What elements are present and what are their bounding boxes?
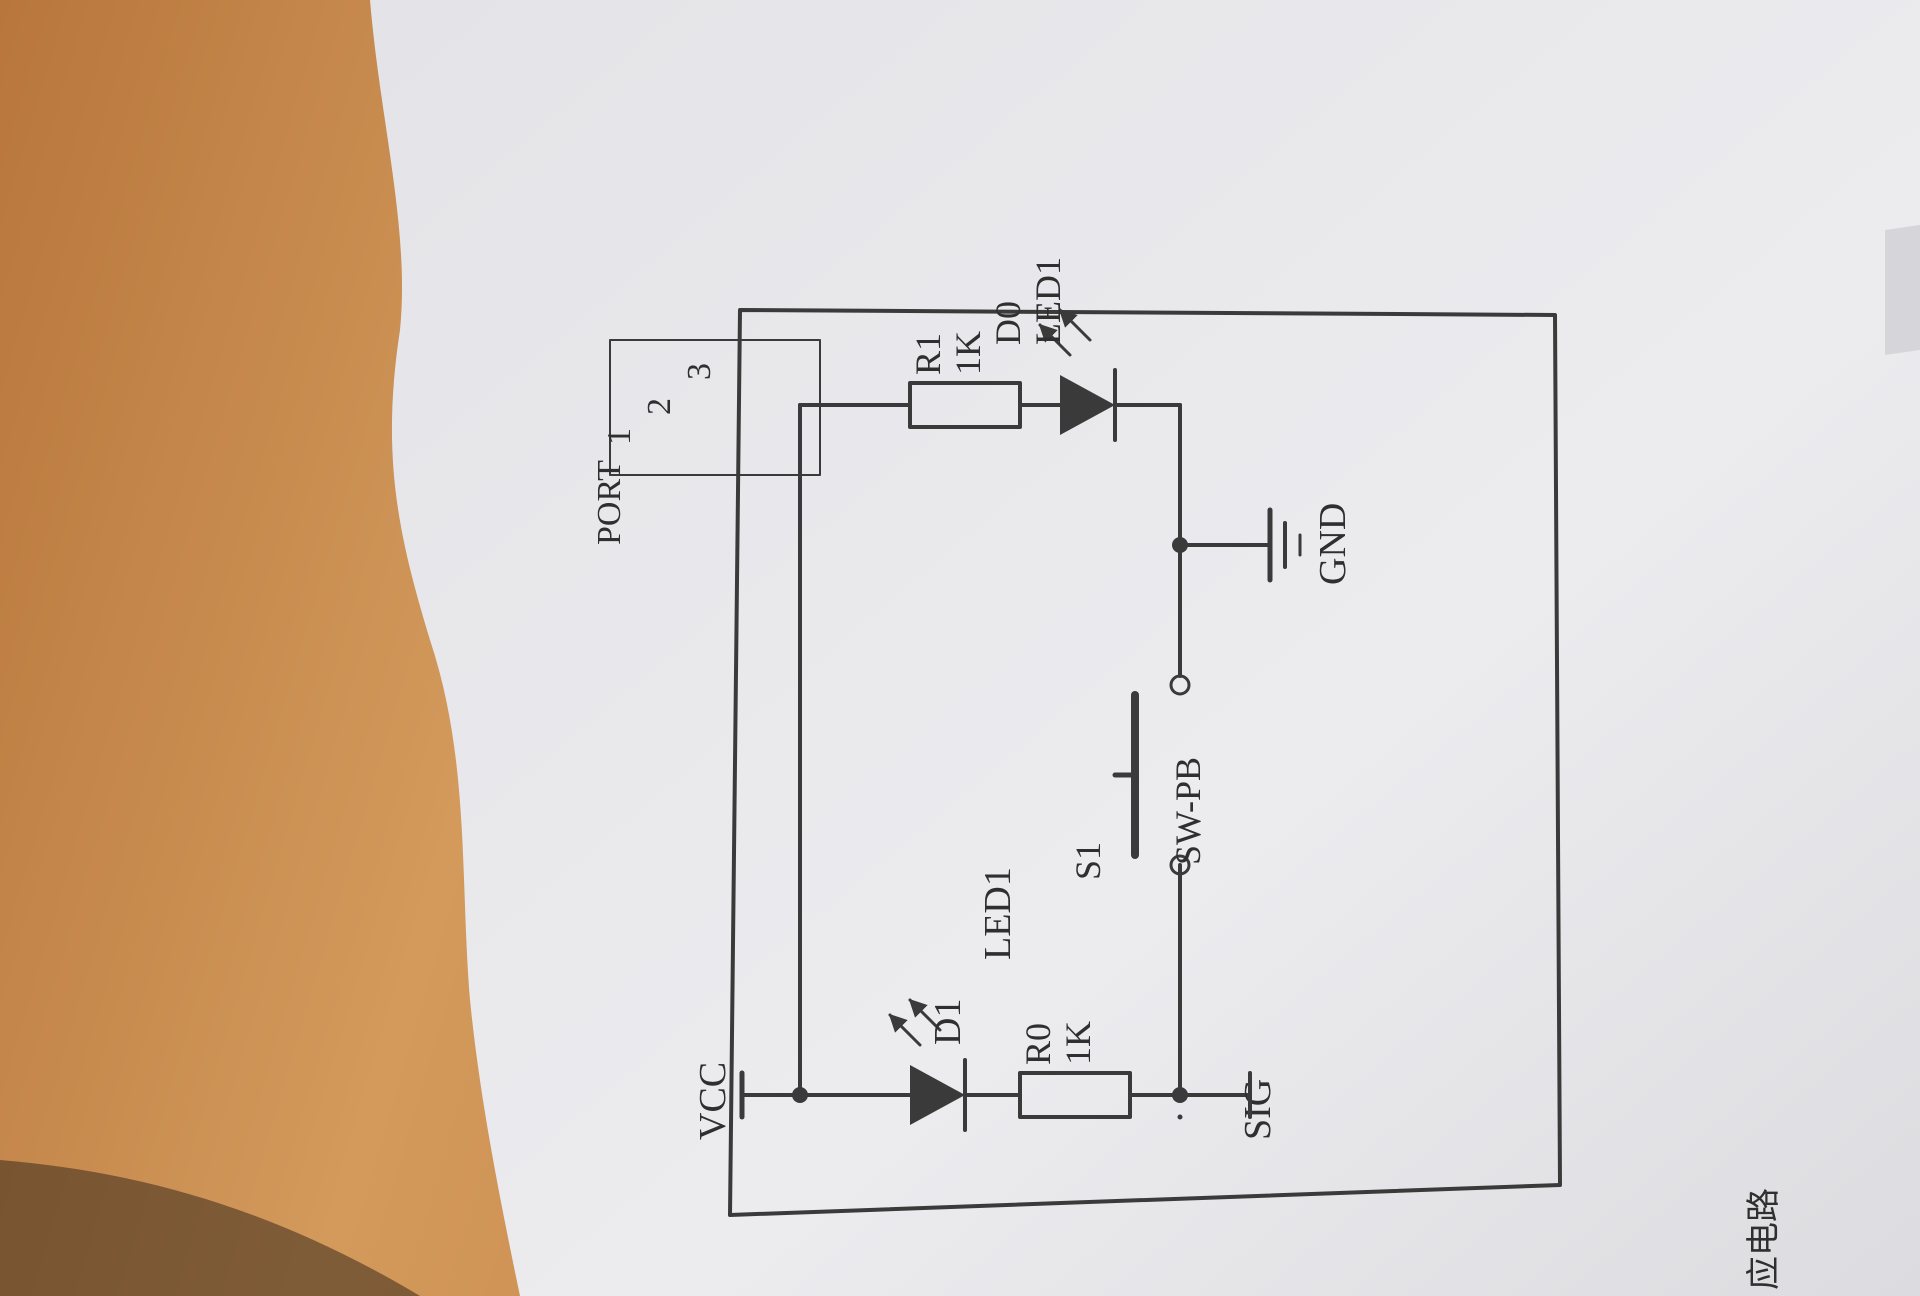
led-d1-arrow-2 [908,998,942,1032]
schematic: VCC D1 LED1 R0 1K SIG S1 SW-PB [591,257,1562,1217]
switch-type: SW-PB [1168,757,1208,865]
led-d0-arrow-1 [1038,323,1072,357]
resistor-r1-ref: R1 [908,333,948,375]
shadow [0,1160,420,1296]
vcc-label: VCC [692,1062,734,1140]
connector-port [609,339,821,476]
connector-pin-1: 1 [601,428,638,445]
sig-input-label: SIG [1237,1079,1279,1140]
gnd-label: GND [1312,503,1354,585]
led-d1-ref: D1 [927,999,969,1045]
paper-sheet [370,0,1920,1296]
caption-fragment: 应电路 [1744,1188,1784,1290]
connector-pin-2: 2 [641,398,678,415]
connector-name: PORT [591,460,628,545]
led-d0-triangle [1060,375,1115,435]
led-d0-arrow-2 [1058,308,1092,342]
led-d1-type: LED1 [977,867,1019,960]
resistor-r1-value: 1K [948,331,988,375]
resistor-r0-value: 1K [1058,1021,1098,1065]
led-d0-type: LED1 [1028,257,1068,345]
resistor-r0-ref: R0 [1018,1023,1058,1065]
board-outline [728,308,1562,1217]
page-edge [1885,225,1920,355]
led-d1-arrow-1 [888,1013,922,1047]
switch-ref: S1 [1068,842,1108,880]
switch-contact-a [1169,854,1191,876]
led-d0-ref: D0 [988,301,1028,345]
led-d1-triangle [910,1065,965,1125]
connector-pin-3: 3 [681,363,718,380]
